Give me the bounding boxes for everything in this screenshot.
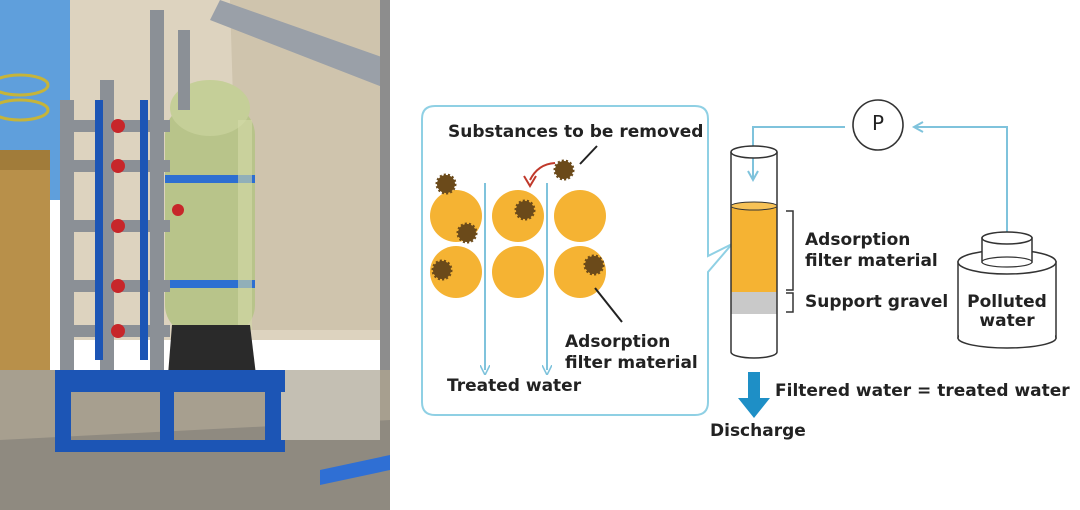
- adsorption-layer: [731, 206, 777, 292]
- particle: [456, 222, 478, 244]
- label-substances-to-be-removed: Substances to be removed: [448, 122, 704, 142]
- photo-illustration: [0, 0, 390, 510]
- label-polluted-water: Polluted water: [967, 292, 1047, 331]
- particle: [583, 254, 605, 276]
- particle: [514, 199, 536, 221]
- pump-to-column-pipe: [752, 126, 845, 180]
- tank-strap: [165, 175, 255, 183]
- label-support-gravel: Support gravel: [805, 292, 949, 312]
- substances-leader: [579, 145, 598, 165]
- inlet-pipe: [914, 126, 1008, 240]
- blue-frame: [95, 100, 103, 360]
- label-callout-adsorption: Adsorption filter material: [565, 332, 698, 373]
- red-valve: [111, 119, 125, 133]
- tank-base: [168, 325, 256, 375]
- particle: [553, 159, 575, 181]
- roof-beam: [210, 0, 390, 90]
- adsorption-filter-diagram: Substances to be removed Treated water A…: [390, 0, 1080, 510]
- label-filtered-water: Filtered water = treated water: [775, 381, 1070, 401]
- rusty-tank: [0, 150, 50, 370]
- granule: [492, 246, 544, 298]
- wall-pipe: [380, 0, 390, 420]
- label-pump: P: [871, 111, 885, 135]
- adsorption-bracket: [786, 210, 794, 291]
- blue-skid: [55, 370, 285, 392]
- label-discharge: Discharge: [710, 421, 806, 441]
- particle: [435, 173, 457, 195]
- granule-grid: [430, 190, 606, 298]
- filtration-tank-photo: [0, 0, 390, 510]
- granule: [430, 246, 482, 298]
- gravel-layer: [731, 292, 777, 314]
- label-treated-water: Treated water: [447, 376, 582, 396]
- granule: [554, 190, 606, 242]
- green-tank: [165, 105, 255, 335]
- diagram-graphics: [421, 99, 1057, 418]
- adsorption-leader: [594, 287, 623, 323]
- polluted-water-tank: [957, 231, 1057, 349]
- wall-shadow: [230, 0, 390, 330]
- red-curved-arrow: [529, 162, 556, 181]
- gravel-bracket: [786, 292, 794, 313]
- discharge-arrow: [738, 372, 770, 418]
- pollutant-particles: [431, 159, 605, 281]
- label-column-adsorption: Adsorption filter material: [805, 230, 938, 271]
- pump-circle: [852, 99, 904, 151]
- particle: [431, 259, 453, 281]
- filter-column: [730, 145, 778, 359]
